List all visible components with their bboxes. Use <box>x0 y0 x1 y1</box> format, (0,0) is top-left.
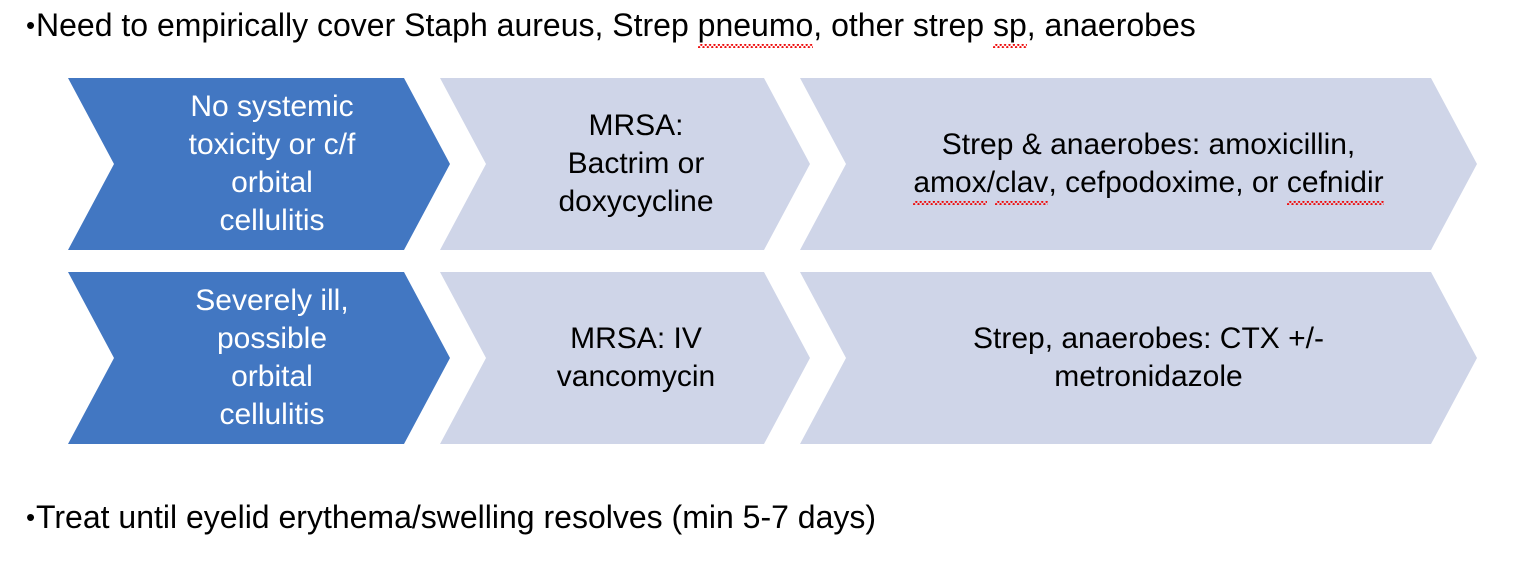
bullet-glyph: • <box>26 10 36 40</box>
process-row-severe: Severely ill, possible orbital celluliti… <box>0 272 1526 444</box>
spellcheck-underline: amox <box>913 164 986 202</box>
chevron-strep-anaerobes-iv[interactable]: Strep, anaerobes: CTX +/- metronidazole <box>800 272 1477 444</box>
bullet-glyph: • <box>26 502 36 532</box>
spellcheck-underline: cefnidir <box>1287 164 1384 202</box>
chevron-no-systemic-toxicity[interactable]: No systemic toxicity or c/f orbital cell… <box>68 78 450 250</box>
chevron-mrsa-oral[interactable]: MRSA: Bactrim or doxycycline <box>440 78 810 250</box>
chevron-mrsa-iv[interactable]: MRSA: IV vancomycin <box>440 272 810 444</box>
spellcheck-underline: clav <box>995 164 1048 202</box>
bullet-text: Treat until eyelid erythema/swelling res… <box>36 499 877 535</box>
chevron-label: Strep, anaerobes: CTX +/- metronidazole <box>972 322 1324 393</box>
chevron-strep-anaerobes-oral[interactable]: Strep & anaerobes: amoxicillin, amox/cla… <box>800 78 1477 250</box>
chevron-label: MRSA: IV vancomycin <box>556 322 716 393</box>
chevron-severely-ill[interactable]: Severely ill, possible orbital celluliti… <box>68 272 450 444</box>
bullet-item-empiric-coverage: • Need to empirically cover Staph aureus… <box>0 5 1196 48</box>
chevron-label: Severely ill, possible orbital celluliti… <box>195 284 349 431</box>
bullet-text: Need to empirically cover Staph aureus, … <box>36 7 1196 48</box>
process-row-non-severe: No systemic toxicity or c/f orbital cell… <box>0 78 1526 250</box>
spellcheck-underline: sp <box>992 7 1027 48</box>
chevron-label: Strep & anaerobes: amoxicillin, amox/cla… <box>893 126 1383 202</box>
bullet-item-treatment-duration: • Treat until eyelid erythema/swelling r… <box>0 497 876 537</box>
chevron-label: MRSA: Bactrim or doxycycline <box>558 109 714 218</box>
chevron-label: No systemic toxicity or c/f orbital cell… <box>188 90 356 237</box>
spellcheck-underline: pneumo <box>697 7 814 48</box>
